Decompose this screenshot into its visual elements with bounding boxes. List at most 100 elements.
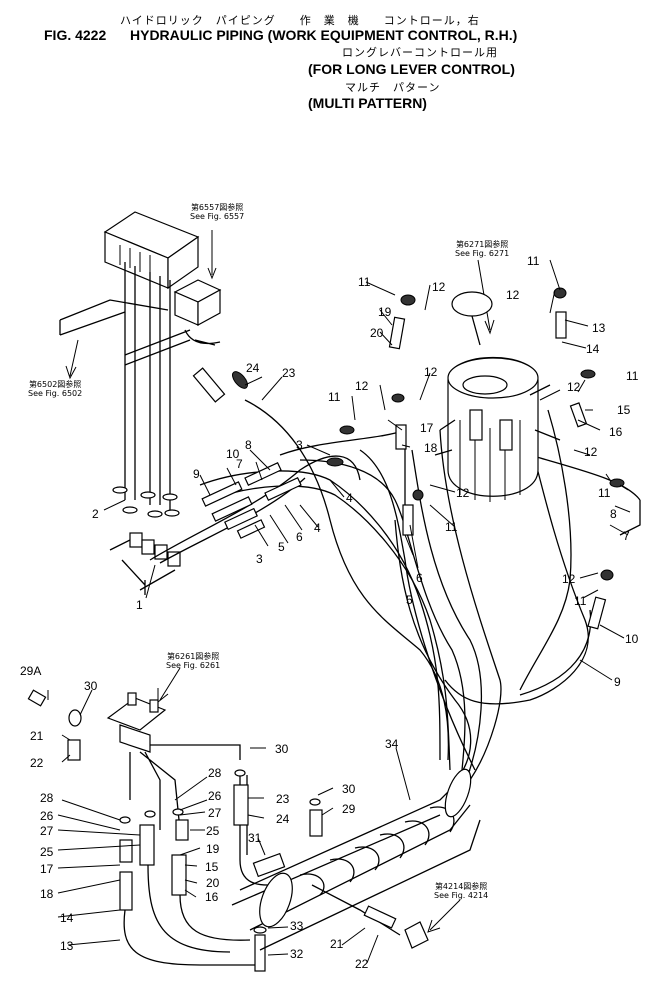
callout-22: 22: [30, 756, 44, 770]
callout-28b: 28: [40, 791, 54, 805]
callout-27: 27: [208, 806, 222, 820]
leader-lines: [47, 259, 631, 964]
callout-5: 5: [278, 540, 285, 554]
callout-18b: 18: [40, 887, 54, 901]
callout-12a: 12: [432, 280, 446, 294]
figure-title: HYDRAULIC PIPING (WORK EQUIPMENT CONTROL…: [130, 27, 518, 43]
callout-21b: 21: [330, 937, 344, 951]
subtitle2: (MULTI PATTERN): [308, 95, 427, 111]
ref-6557-arrow: [207, 230, 217, 280]
callout-11d: 11: [626, 369, 639, 383]
callout-11b: 11: [527, 254, 540, 268]
callout-18: 18: [424, 441, 438, 455]
callout-9b: 9: [614, 675, 621, 689]
callout-19b: 19: [206, 842, 220, 856]
callout-1: 1: [136, 598, 143, 612]
callout-19: 19: [378, 305, 392, 319]
callout-6b: 6: [416, 571, 423, 585]
callout-4: 4: [346, 491, 353, 505]
callout-26b: 26: [40, 809, 54, 823]
callout-27b: 27: [40, 824, 54, 838]
callout-17: 17: [420, 421, 434, 435]
callout-22b: 22: [355, 957, 369, 971]
callout-30c: 30: [342, 782, 356, 796]
subtitle1-jp: ロングレバーコントロール用: [342, 46, 498, 59]
callout-30b: 30: [275, 742, 289, 756]
callout-26: 26: [208, 789, 222, 803]
callout-14: 14: [586, 342, 600, 356]
callout-13: 13: [592, 321, 606, 335]
callout-34: 34: [385, 737, 399, 751]
lower-pilot-block: [27, 689, 323, 972]
callout-12b: 12: [506, 288, 520, 302]
callouts: 1 2 3 3 4 4 5 5 6 6 7 7 8 8 9 9 10 10 11…: [20, 254, 639, 971]
callout-14b: 14: [60, 911, 74, 925]
callout-12h: 12: [562, 572, 576, 586]
subtitle1: (FOR LONG LEVER CONTROL): [308, 61, 515, 77]
callout-11c: 11: [328, 390, 341, 404]
callout-28: 28: [208, 766, 222, 780]
callout-20b: 20: [206, 876, 220, 890]
callout-25b: 25: [40, 845, 54, 859]
callout-33: 33: [290, 919, 304, 933]
callout-10b: 10: [625, 632, 639, 646]
callout-31: 31: [248, 831, 262, 845]
callout-10: 10: [226, 447, 240, 461]
callout-11f: 11: [445, 520, 458, 534]
callout-20: 20: [370, 326, 384, 340]
callout-9: 9: [193, 467, 200, 481]
callout-13b: 13: [60, 939, 74, 953]
callout-11a: 11: [358, 275, 371, 289]
callout-25: 25: [206, 824, 220, 838]
valve-fittings-group: [109, 486, 181, 595]
callout-12e: 12: [567, 380, 581, 394]
callout-16: 16: [609, 425, 623, 439]
callout-5b: 5: [406, 593, 413, 607]
hose-fittings-left: [201, 461, 302, 539]
callout-3: 3: [296, 438, 303, 452]
callout-29: 29: [342, 802, 356, 816]
callout-12f: 12: [584, 445, 598, 459]
pilot-valve-assembly: [434, 291, 561, 502]
callout-17b: 17: [40, 862, 54, 876]
control-valve-block: [59, 211, 222, 510]
callout-11e: 11: [598, 486, 611, 500]
callout-8b: 8: [610, 507, 617, 521]
callout-7: 7: [236, 457, 243, 471]
callout-15: 15: [617, 403, 631, 417]
hose-bundle: [149, 399, 641, 781]
figure-number: FIG. 4222: [44, 27, 107, 43]
callout-29a: 29A: [20, 664, 41, 678]
callout-7b: 7: [623, 529, 630, 543]
hose-spiral-sleeve: [231, 768, 481, 951]
callout-21: 21: [30, 729, 44, 743]
ref-4214-arrow: [427, 899, 461, 933]
callout-2: 2: [92, 507, 99, 521]
callout-4b: 4: [314, 521, 321, 535]
title-jp: ハイドロリック パイピング 作 業 機 コントロール，右: [120, 14, 480, 27]
callout-23b: 23: [276, 792, 290, 806]
ref-6261-arrow: [157, 667, 181, 704]
callout-8: 8: [245, 438, 252, 452]
callout-24b: 24: [276, 812, 290, 826]
subtitle2-jp: マルチ パターン: [345, 81, 441, 94]
callout-15b: 15: [205, 860, 219, 874]
callout-12g: 12: [456, 486, 470, 500]
ref-6502-arrow: [65, 339, 79, 380]
callout-11g: 11: [574, 594, 587, 608]
callout-3b: 3: [256, 552, 263, 566]
callout-12d: 12: [424, 365, 438, 379]
callout-24: 24: [246, 361, 260, 375]
callout-32: 32: [290, 947, 304, 961]
callout-23: 23: [282, 366, 296, 380]
callout-30a: 30: [84, 679, 98, 693]
callout-6: 6: [296, 530, 303, 544]
callout-16b: 16: [205, 890, 219, 904]
